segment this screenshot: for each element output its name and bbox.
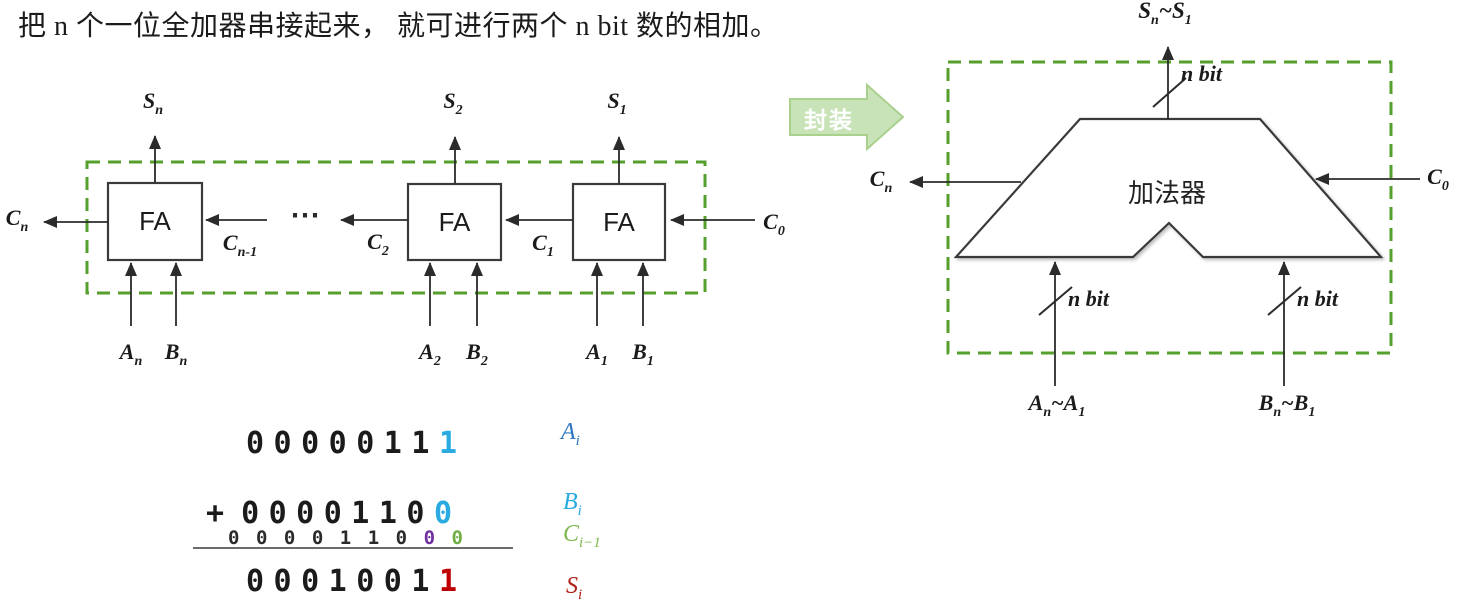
label-bi: Bi	[563, 489, 582, 519]
label-s2: S2	[443, 88, 463, 118]
label-sn: Sn	[142, 88, 164, 118]
binary-row-carry: 000011000	[228, 527, 480, 549]
page-title: 把 n 个一位全加器串接起来， 就可进行两个 n bit 数的相加。	[18, 11, 779, 42]
label-adder-cn: Cn	[869, 166, 893, 196]
label-b2: B2	[466, 339, 488, 369]
encapsulate-label: 封装	[804, 107, 854, 133]
label-cn-1: Cn-1	[222, 230, 258, 260]
label-b1: B1	[632, 339, 654, 369]
label-bus-a: An~A1	[1028, 390, 1086, 420]
ellipsis: ⋯	[290, 199, 320, 232]
encapsulate-arrow-shape	[789, 82, 905, 152]
label-nbit-top: n bit	[1181, 61, 1222, 86]
label-ai: Ai	[561, 419, 580, 449]
bus-b-slash	[1267, 286, 1302, 316]
binary-row-b: +00001100	[206, 496, 462, 531]
fa-box-2	[406, 182, 503, 262]
label-an: An	[119, 339, 143, 369]
adder-label: 加法器	[1127, 178, 1207, 208]
binary-row-sum: 00010011	[246, 564, 467, 599]
sum-divider-line	[193, 547, 513, 549]
fa-box-n	[106, 181, 204, 262]
label-s1: S1	[607, 88, 627, 118]
label-bus-b: Bn~B1	[1258, 390, 1316, 420]
label-sum-bus: Sn~S1	[1138, 0, 1192, 28]
label-a2: A2	[419, 339, 441, 369]
adder-dashed-boundary	[946, 60, 1393, 355]
sum-bus-slash	[1152, 77, 1187, 108]
binary-row-a: 00000111	[246, 426, 467, 461]
fa-label-1: FA	[603, 206, 635, 237]
label-c0: C0	[763, 209, 785, 239]
label-cn: Cn	[5, 205, 29, 235]
bus-a-slash	[1038, 286, 1073, 316]
label-c2: C2	[367, 229, 389, 259]
label-ci-1: Ci−1	[563, 521, 601, 551]
label-nbit-a: n bit	[1068, 286, 1109, 311]
label-si: Si	[566, 573, 583, 603]
label-bn: Bn	[164, 339, 188, 369]
label-a1: A1	[586, 339, 608, 369]
fa-label-n: FA	[139, 206, 171, 236]
fa-label-2: FA	[438, 206, 471, 237]
label-c1: C1	[532, 230, 554, 260]
fa-chain-dashed-boundary	[85, 160, 707, 295]
label-nbit-b: n bit	[1297, 286, 1338, 311]
adder-trapezoid	[953, 117, 1384, 259]
label-adder-c0: C0	[1427, 164, 1449, 194]
